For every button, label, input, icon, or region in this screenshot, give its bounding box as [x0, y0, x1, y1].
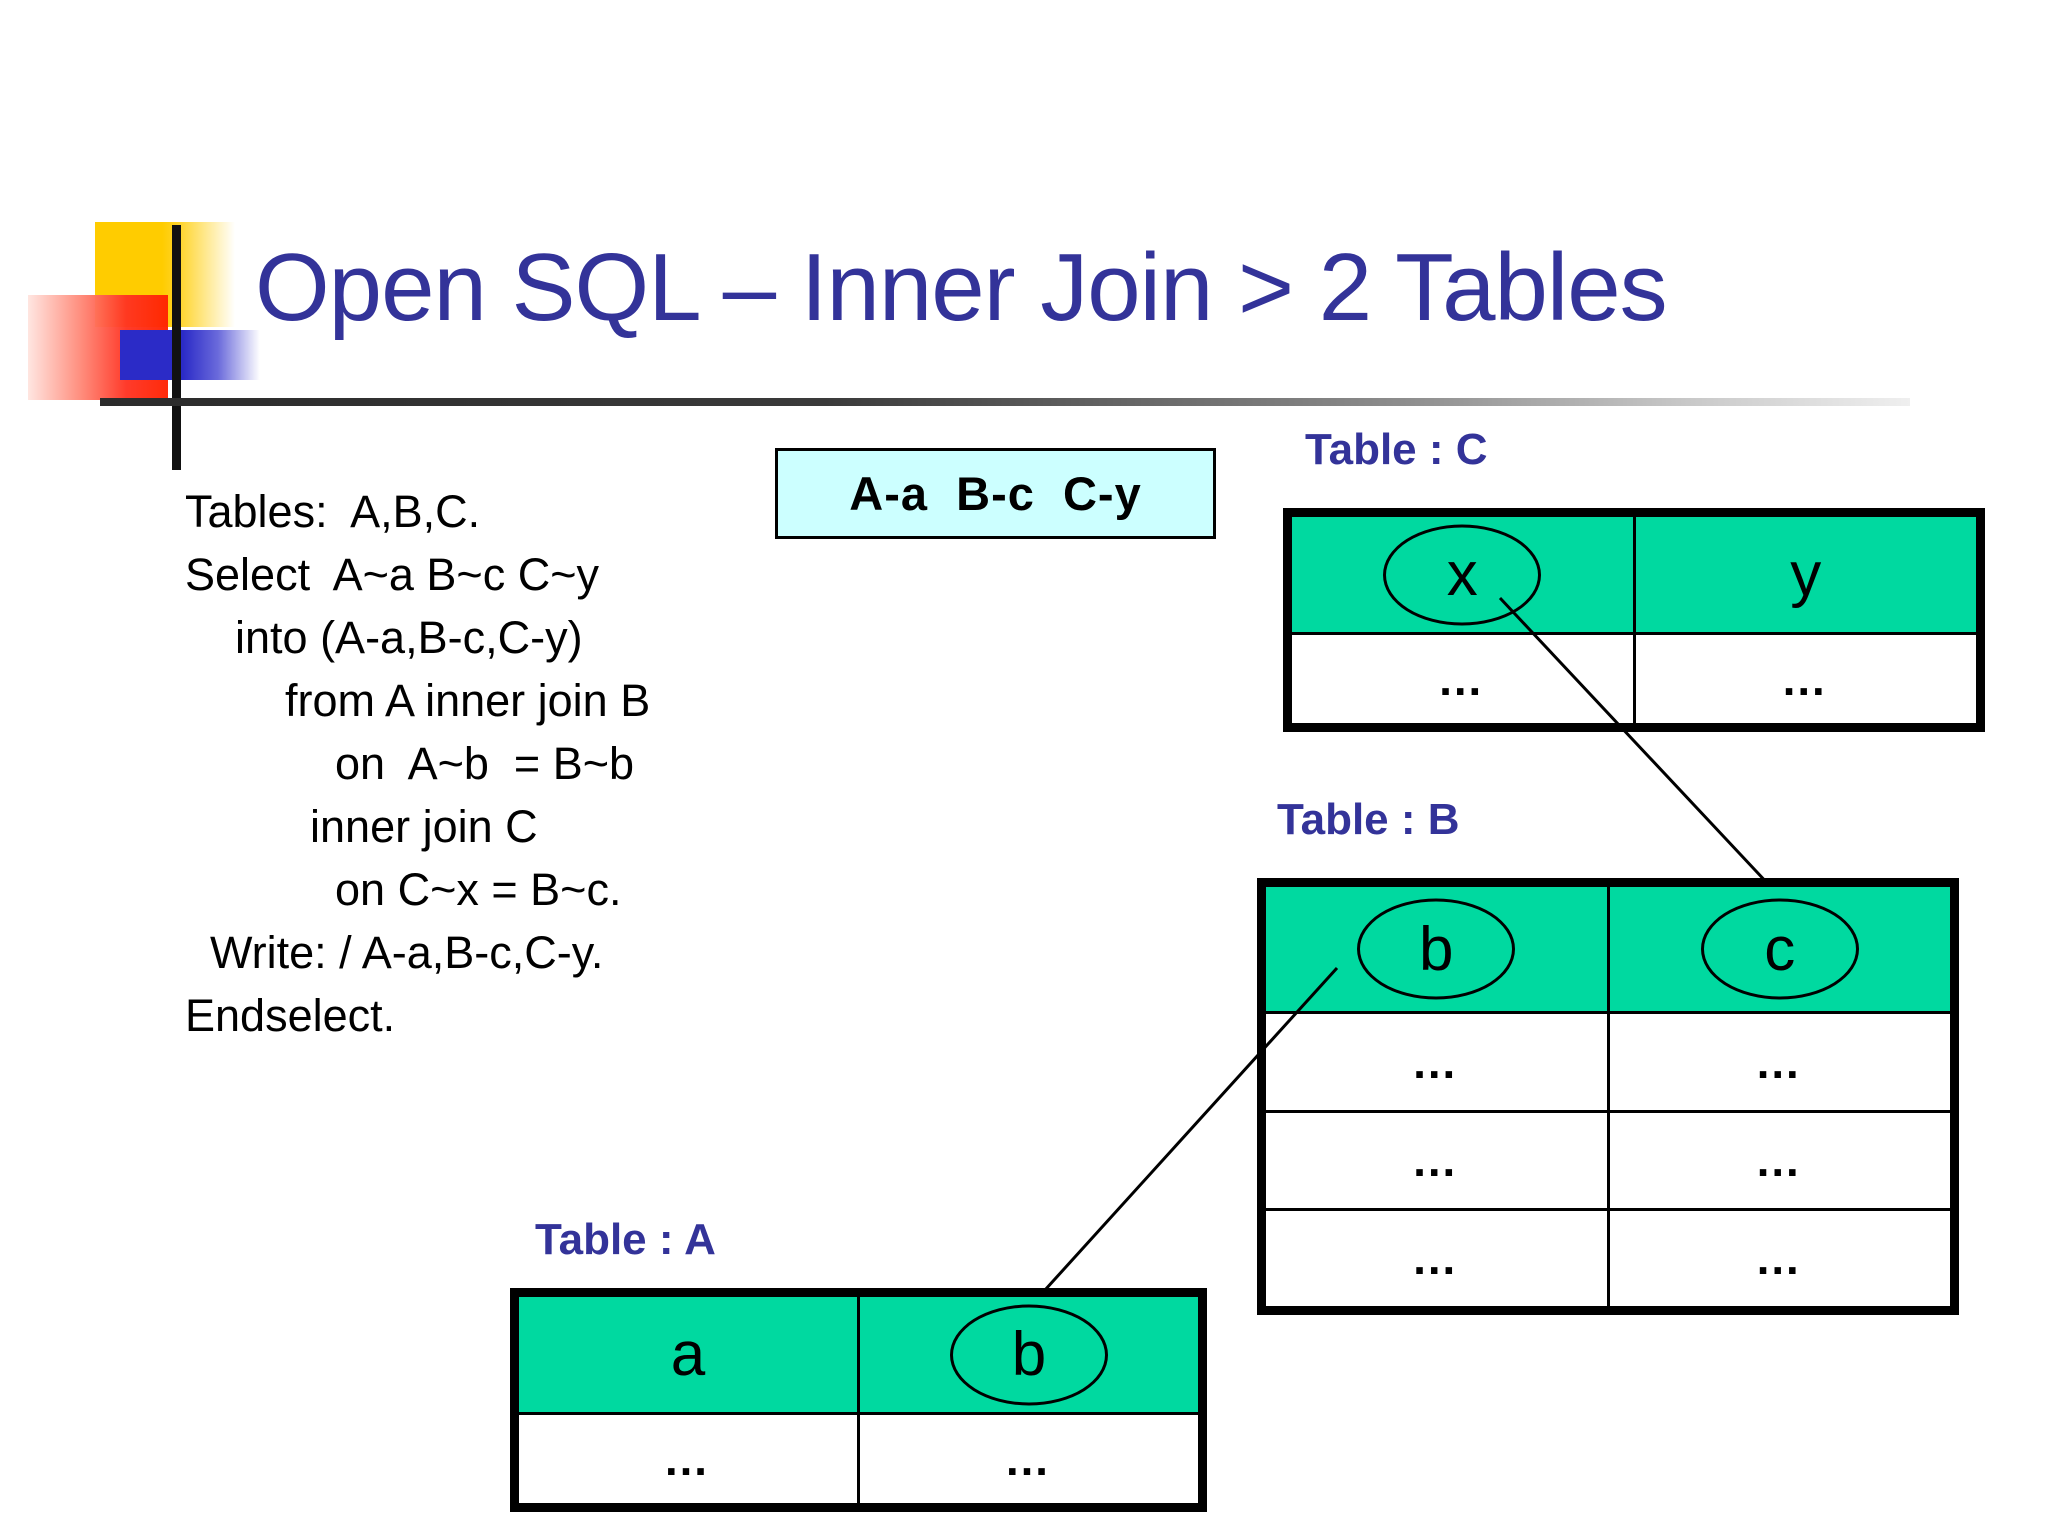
code-line-6: inner join C [185, 801, 538, 852]
table-a-header-b: b [857, 1293, 1201, 1416]
table-c-caption: Table : C [1305, 425, 1488, 474]
table-c-cell-r1c2: … [1632, 632, 1979, 726]
code-line-9: Endselect. [185, 990, 396, 1041]
page-title: Open SQL – Inner Join > 2 Tables [255, 234, 1668, 341]
table-a-cell-r1c1: … [516, 1412, 860, 1506]
table-b-header-b: b [1263, 883, 1610, 1015]
code-line-3: into (A-a,B-c,C-y) [185, 612, 583, 663]
table-b-cell-r2c1: … [1263, 1109, 1610, 1211]
logo-vertical-rule [172, 225, 181, 470]
table-row: a b [516, 1293, 1201, 1416]
code-line-5: on A~b = B~b [185, 738, 635, 789]
table-row: b c [1263, 883, 1953, 1015]
table-a: a b … … [510, 1288, 1207, 1512]
logo-blue-square [120, 330, 260, 380]
code-line-2: Select A~a B~c C~y [185, 549, 599, 600]
open-sql-code-block: Tables: A,B,C. Select A~a B~c C~y into (… [185, 480, 975, 1047]
table-row: … … [1263, 1109, 1953, 1211]
table-b-cell-r3c2: … [1606, 1207, 1953, 1310]
table-b-cell-r1c2: … [1606, 1011, 1953, 1113]
table-c-cell-r1c1: … [1289, 632, 1636, 726]
table-a-caption: Table : A [535, 1215, 716, 1264]
code-line-8: Write: / A-a,B-c,C-y. [185, 927, 604, 978]
table-row: x y [1289, 513, 1979, 636]
code-line-1: Tables: A,B,C. [185, 486, 481, 537]
code-line-4: from A inner join B [185, 675, 651, 726]
result-fields-legend-box: A-a B-c C-y [775, 448, 1216, 539]
table-b-cell-r3c1: … [1263, 1207, 1610, 1310]
table-b-header-c: c [1606, 883, 1953, 1015]
table-b-cell-r2c2: … [1606, 1109, 1953, 1211]
table-row: … … [1263, 1011, 1953, 1113]
table-b-caption: Table : B [1277, 795, 1460, 844]
table-c: x y … … [1283, 508, 1985, 732]
table-row: … … [1263, 1207, 1953, 1310]
title-underline-rule [100, 398, 1910, 406]
table-c-header-y: y [1632, 513, 1979, 636]
table-row: … … [516, 1412, 1201, 1506]
table-c-header-x: x [1289, 513, 1636, 636]
table-b: b c … … … … … … [1257, 878, 1959, 1315]
table-row: … … [1289, 632, 1979, 726]
table-a-cell-r1c2: … [857, 1412, 1201, 1506]
table-b-cell-r1c1: … [1263, 1011, 1610, 1113]
code-line-7: on C~x = B~c. [185, 864, 622, 915]
table-a-header-a: a [516, 1293, 860, 1416]
